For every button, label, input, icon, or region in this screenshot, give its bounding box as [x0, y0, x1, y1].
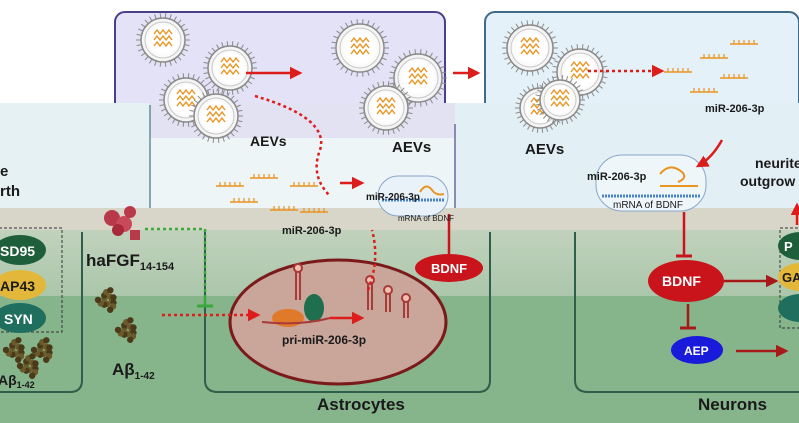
vesicle-icon — [331, 19, 389, 77]
abeta-clump-icon — [30, 337, 53, 363]
syn-ellipse — [0, 303, 46, 333]
left-fragment-rth: rth — [0, 183, 20, 200]
mir-left-low-label: miR-206-3p — [282, 225, 342, 237]
left-fragment-e: e — [0, 163, 8, 180]
synaptic-proteins-left — [0, 227, 63, 333]
abeta-clump-icon — [2, 337, 25, 363]
vesicle-icon — [359, 81, 413, 135]
mrna-right-label: mRNA of BDNF — [613, 200, 683, 211]
abeta-aggregate-icon — [2, 287, 137, 379]
neurite-label-line1: neurite — [755, 155, 799, 171]
mir-left-mid-label: miR-206-3p — [366, 192, 420, 203]
vesicle-icon — [136, 13, 190, 67]
vesicle-icon — [535, 75, 585, 125]
aep-label: AEP — [684, 344, 709, 358]
neurite-label-line2: outgrow — [740, 173, 795, 189]
abeta-label: Aβ1-42 — [112, 360, 155, 382]
abeta-left-label: Aβ1-42 — [0, 372, 35, 390]
gap43-label: AP43 — [0, 278, 35, 294]
rna-strand-icon — [290, 182, 318, 187]
rna-strand-icon — [700, 54, 728, 59]
psd95-label: SD95 — [0, 243, 35, 259]
rna-fragments — [216, 40, 758, 213]
rna-strand-icon — [250, 174, 278, 179]
rna-strand-icon — [270, 206, 298, 211]
rna-strand-icon — [730, 40, 758, 45]
vesicle-icon — [502, 20, 558, 76]
right-fragment-ga: GA — [782, 270, 799, 285]
aep-oval — [671, 336, 723, 364]
bdnf-left-label: BDNF — [431, 261, 467, 276]
rna-strand-icon — [720, 74, 748, 79]
rna-strand-icon — [230, 198, 258, 203]
aevs-left-top-label: AEVs — [250, 133, 287, 149]
vesicle-icon — [189, 89, 243, 143]
rna-strand-icon — [300, 208, 328, 213]
abeta-clump-icon — [16, 353, 39, 379]
pri-mir-label: pri-miR-206-3p — [282, 333, 366, 347]
synaptic-proteins-right — [778, 227, 799, 329]
abeta-clump-icon — [114, 317, 137, 343]
right-fragment-p: P — [784, 239, 793, 254]
mrna-complex-left — [377, 175, 449, 217]
rna-strand-icon — [690, 88, 718, 93]
aevs-left-label: AEVs — [392, 139, 431, 156]
arrows — [145, 64, 799, 358]
hafgf-protein-icon — [104, 206, 140, 240]
polymerase-complex — [261, 294, 331, 327]
mir-top-right-label: miR-206-3p — [705, 103, 765, 115]
mrna-complex-right — [595, 154, 707, 212]
mir-right-mid-label: miR-206-3p — [587, 171, 647, 183]
psd95-ellipse — [0, 235, 46, 265]
bdnf-right-label: BDNF — [662, 273, 701, 289]
astrocytes-label: Astrocytes — [317, 395, 405, 414]
rna-strand-icon — [664, 68, 692, 73]
syn-label: SYN — [4, 311, 33, 327]
rna-strand-icon — [216, 182, 244, 187]
bdnf-left-oval — [415, 254, 483, 282]
hafgf-label: haFGF14-154 — [86, 251, 175, 273]
vesicle-icon — [203, 41, 257, 95]
abeta-clump-icon — [94, 287, 117, 313]
mrna-left-label: mRNA of BDNF — [398, 214, 454, 223]
neurons-label: Neurons — [698, 395, 767, 414]
aevs-right-label: AEVs — [525, 141, 564, 158]
vesicle-icon — [389, 49, 447, 107]
gap43-ellipse — [0, 270, 46, 300]
vesicles — [136, 13, 608, 143]
bdnf-right-oval — [648, 260, 724, 302]
